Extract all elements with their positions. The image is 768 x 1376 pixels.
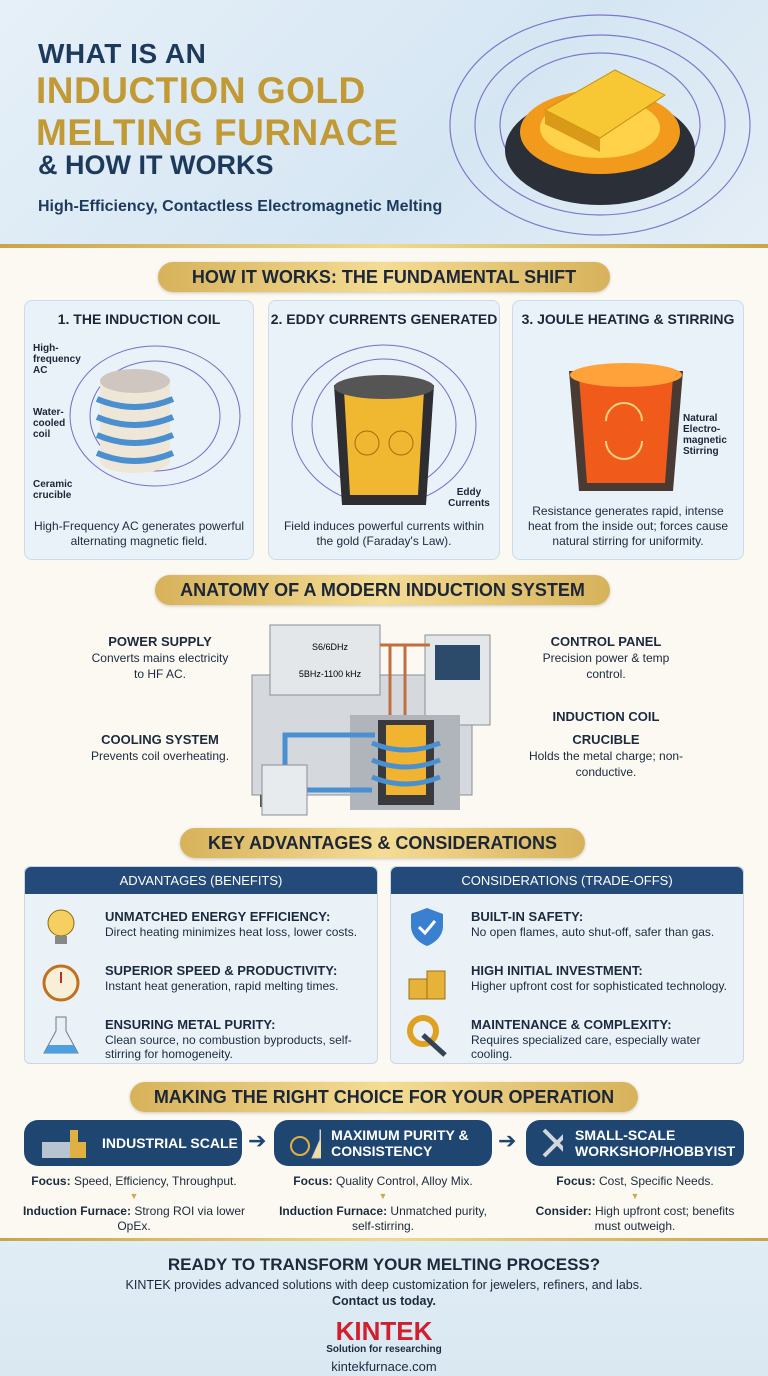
footer: READY TO TRANSFORM YOUR MELTING PROCESS?… [0,1238,768,1376]
label-high-frequency-ac: High-frequency AC [33,343,81,376]
card-title: 3. JOULE HEATING & STIRRING [521,311,735,327]
tagline: Solution for researching [326,1344,442,1355]
label-induction-coil: INDUCTION COIL [552,709,660,724]
stopwatch-icon [42,964,80,1002]
card-eddy-currents: 2. EDDY CURRENTS GENERATED Eddy Currents… [268,300,500,560]
option-details: Focus: Quality Control, Alloy Mix.▼Induc… [279,1174,487,1233]
card-joule-heating: 3. JOULE HEATING & STIRRING Natural Elec… [512,300,744,560]
tools-icon [542,1128,563,1158]
advantage-item: SUPERIOR SPEED & PRODUCTIVITY:Instant he… [39,959,369,1011]
subtitle: High-Efficiency, Contactless Electromagn… [38,198,443,215]
card-text: Resistance generates rapid, intense heat… [527,504,729,548]
option-industrial-scale: INDUSTRIAL SCALE [24,1120,242,1166]
option-maximum-purity: MAXIMUM PURITY & CONSISTENCY [274,1120,492,1166]
section-title-choice: MAKING THE RIGHT CHOICE FOR YOUR OPERATI… [130,1082,638,1112]
label-ceramic-crucible: Ceramic crucible [33,479,73,501]
power-display-1: S6/6DHz [312,642,349,652]
label-eddy-currents: Eddy Currents [448,487,490,509]
eddy-currents-illustration [291,344,477,505]
card-induction-coil: 1. THE INDUCTION COIL High-frequency AC … [24,300,254,560]
option-details: Focus: Speed, Efficiency, Throughput.▼In… [22,1174,246,1233]
option-details: Focus: Cost, Specific Needs.▼Consider: H… [535,1174,735,1233]
molten-crucible-illustration [569,363,683,491]
consideration-item: BUILT-IN SAFETY:No open flames, auto shu… [405,905,735,957]
cta-heading: READY TO TRANSFORM YOUR MELTING PROCESS? [167,1255,601,1274]
label-water-cooled-coil: Water-cooled coil [33,407,66,440]
kintek-logo: KINTEK [335,1316,433,1346]
arrow-right-icon: ➔ [248,1128,267,1153]
section-title-advantages: KEY ADVANTAGES & CONSIDERATIONS [180,828,585,858]
induction-system-illustration: S6/6DHz 5BHz-1100 kHz [251,624,491,816]
website-link[interactable]: kintekfurnace.com [331,1359,437,1374]
label-natural-stirring: Natural Electro-magnetic Stirring [683,413,727,457]
card-text: High-Frequency AC generates powerful alt… [33,519,245,548]
shield-check-icon [411,908,443,946]
section-title-anatomy: ANATOMY OF A MODERN INDUCTION SYSTEM [155,575,610,605]
factory-icon [42,1130,86,1158]
contact-link[interactable]: Contact us today. [332,1294,436,1308]
advantage-item: UNMATCHED ENERGY EFFICIENCY:Direct heati… [39,905,369,957]
consideration-item: HIGH INITIAL INVESTMENT:Higher upfront c… [405,959,735,1011]
card-title: 2. EDDY CURRENTS GENERATED [270,311,498,327]
card-text: Field induces powerful currents within t… [283,519,485,548]
card-title: 1. THE INDUCTION COIL [57,311,221,327]
power-display-2: 5BHz-1100 kHz [299,669,362,679]
advantage-item: ENSURING METAL PURITY:Clean source, no c… [39,1013,369,1065]
section-title-how-it-works: HOW IT WORKS: THE FUNDAMENTAL SHIFT [158,262,610,292]
ring-flask-icon [290,1129,322,1159]
panel-heading: CONSIDERATIONS (TRADE-OFFS) [391,867,743,894]
title-line-4: & HOW IT WORKS [38,150,274,180]
title-line-1: WHAT IS AN [38,38,207,69]
advantages-panel: ADVANTAGES (BENEFITS) UNMATCHED ENERGY E… [24,866,378,1064]
cta-text: KINTEK provides advanced solutions with … [125,1278,643,1292]
divider [0,244,768,248]
arrow-right-icon: ➔ [498,1128,517,1153]
panel-heading: ADVANTAGES (BENEFITS) [25,867,377,894]
consideration-item: MAINTENANCE & COMPLEXITY:Requires specia… [405,1013,735,1065]
considerations-panel: CONSIDERATIONS (TRADE-OFFS) BUILT-IN SAF… [390,866,744,1064]
gold-bar-field-illustration [449,14,751,236]
coins-icon [408,970,446,1000]
flask-icon [43,1016,79,1054]
option-small-scale: SMALL-SCALE WORKSHOP/HOBBYIST [526,1120,744,1166]
coil-illustration [69,345,241,487]
gear-wrench-icon [407,1015,447,1057]
lightbulb-gear-icon [47,909,75,944]
